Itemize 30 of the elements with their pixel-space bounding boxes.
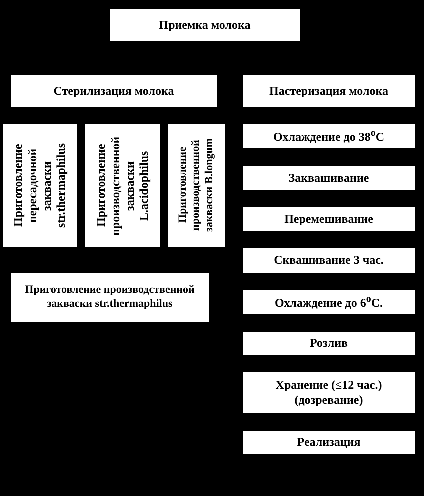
box-label: Приготовление производственной закваски L.acidophilus — [92, 134, 152, 238]
box-label: Приготовление производственной закваски B.longum — [176, 138, 216, 234]
box-label: Перемешивание — [284, 212, 374, 226]
process-box — [85, 124, 160, 247]
process-box — [243, 290, 415, 314]
process-box — [243, 332, 415, 355]
box-label: Приготовление производственной закваски str.thermaphilus — [24, 284, 196, 311]
process-box — [243, 372, 415, 413]
box-label: Сквашивание 3 час. — [273, 253, 385, 268]
box-label: Заквашивание — [288, 170, 370, 186]
box-label: Приготовление пересадочной закваски str.thermaphilus — [10, 142, 70, 230]
box-label: Охлаждение до 38$^{o}$С — [272, 128, 386, 144]
box-label: Реализация — [296, 435, 362, 450]
box-label: Приемка молока — [158, 18, 252, 32]
box-label: Хранение (≤12 час.) (дозревание) — [274, 378, 384, 407]
process-box — [168, 124, 225, 247]
process-box — [243, 207, 415, 231]
process-box — [243, 431, 415, 454]
box-label: Охлаждение до 6$^{o}$С. — [274, 294, 384, 310]
process-box — [11, 75, 217, 107]
process-box — [243, 248, 415, 273]
process-box — [243, 75, 415, 107]
process-box — [243, 124, 415, 148]
process-box — [243, 166, 415, 190]
box-label: Розлив — [309, 336, 349, 351]
process-box — [110, 9, 300, 41]
box-label: Стерилизация молока — [52, 84, 176, 98]
process-box — [11, 273, 209, 322]
box-label: Пастеризация молока — [268, 84, 390, 98]
process-box — [3, 124, 77, 247]
